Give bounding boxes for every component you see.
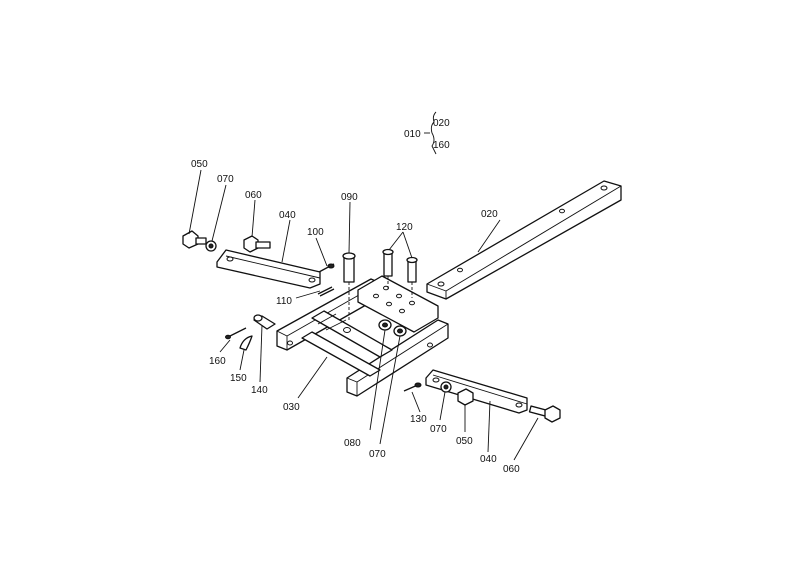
pin-140 [253, 314, 276, 330]
legend-child-label-2: 160 [433, 140, 450, 151]
label-070-right: 070 [430, 424, 447, 435]
label-140: 140 [251, 385, 268, 396]
label-020: 020 [481, 209, 498, 220]
drawbar-020 [426, 180, 622, 300]
washer-070-right [440, 381, 452, 393]
label-070-mid: 070 [369, 449, 386, 460]
label-150: 150 [230, 373, 247, 384]
link-040-left [216, 249, 321, 289]
leader-lines [188, 169, 539, 461]
washer-070-mid [393, 325, 407, 337]
label-090: 090 [341, 192, 358, 203]
pin-160 [225, 327, 247, 340]
pin-130 [403, 382, 422, 392]
label-070-left: 070 [217, 174, 234, 185]
frame-030 [276, 275, 449, 397]
label-040-left: 040 [279, 210, 296, 221]
label-040-right: 040 [480, 454, 497, 465]
bolt-050-right [457, 388, 474, 406]
label-110: 110 [276, 296, 292, 307]
label-050-left: 050 [191, 159, 208, 170]
legend-child-label-1: 020 [433, 118, 450, 129]
washer-070-left [205, 240, 217, 252]
label-080: 080 [344, 438, 361, 449]
bolt-060-right [528, 405, 561, 423]
clip-150 [239, 335, 253, 351]
label-060-right: 060 [503, 464, 520, 475]
legend-root-label: 010 [404, 129, 421, 140]
bolt-050-left [182, 230, 207, 249]
nut-080 [378, 319, 392, 331]
label-050-right: 050 [456, 436, 473, 447]
label-030: 030 [283, 402, 300, 413]
bolt-060-left [243, 235, 271, 253]
pin-110 [317, 286, 335, 297]
legend-tree: 010 020 160 [404, 111, 450, 155]
label-120: 120 [396, 222, 413, 233]
part-labels: 050 070 060 040 090 120 020 100 110 160 … [191, 159, 520, 475]
link-040-right [425, 369, 528, 414]
label-060-left: 060 [245, 190, 262, 201]
label-100: 100 [307, 227, 324, 238]
label-130: 130 [410, 414, 427, 425]
pin-100 [318, 263, 335, 273]
label-160: 160 [209, 356, 226, 367]
studs-120 [382, 248, 418, 298]
